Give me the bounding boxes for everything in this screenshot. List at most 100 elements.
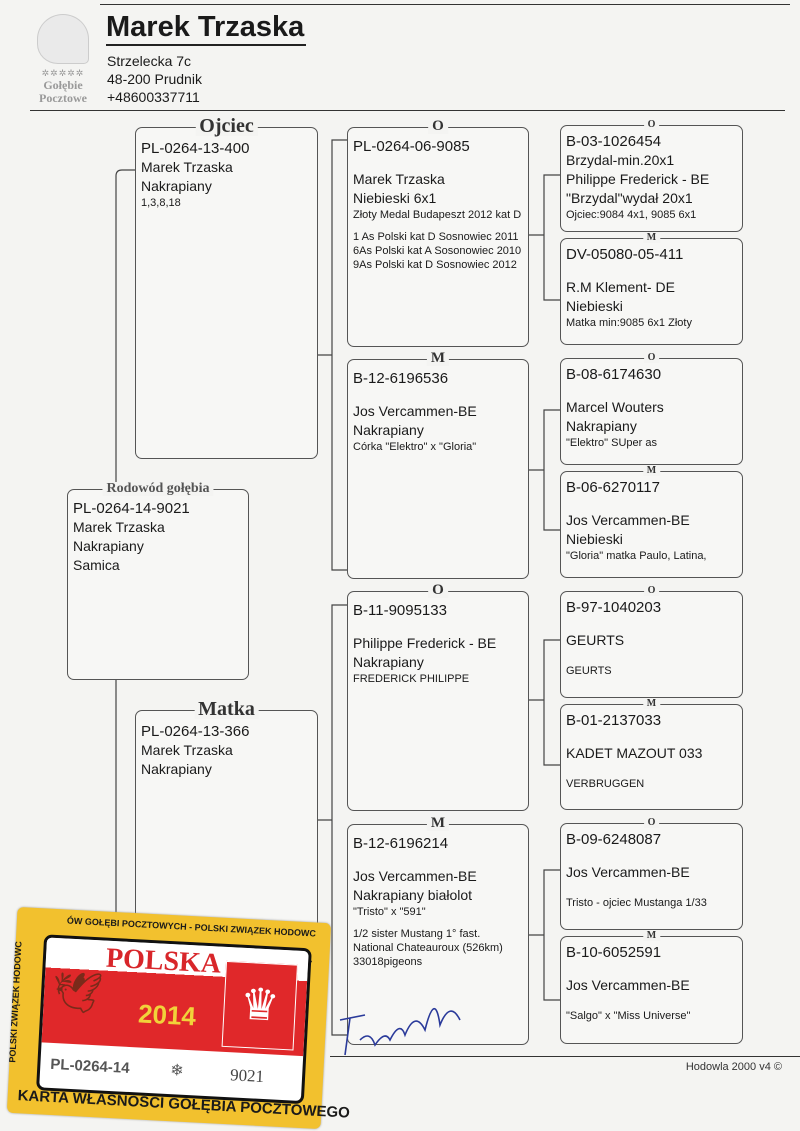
box-label: Matka [194, 699, 259, 719]
logo-text-1: Gołębie [43, 78, 83, 92]
ring-number: B-10-6052591 [566, 944, 662, 961]
connector-fm [529, 409, 560, 531]
pigeon-detail: Nakrapiany [566, 418, 637, 434]
owner-address: Strzelecka 7c 48-200 Prudnik +4860033771… [107, 52, 202, 106]
ring-ownership-card: ÓW GOŁĘBI POCZTOWYCH - POLSKI ZWIĄZEK HO… [6, 906, 350, 1130]
box-label: O [643, 120, 660, 130]
connector-mm [529, 869, 560, 1001]
pigeon-note [353, 222, 523, 230]
breeder-name: GEURTS [566, 632, 625, 648]
breeder-name: Jos Vercammen-BE [566, 864, 690, 880]
pigeon-detail: Nakrapiany [141, 761, 212, 777]
spacer [353, 156, 523, 170]
pigeon-note: "Tristo" x "591" [353, 906, 426, 918]
spacer [353, 388, 523, 402]
spacer [566, 650, 737, 664]
pigeon-note: 6As Polski kat A Sosonowiec 2010 [353, 245, 522, 257]
pigeon-note: "Salgo" x "Miss Universe" [566, 1010, 691, 1022]
card-country: POLSKA [105, 942, 222, 980]
logo-text-2: Pocztowe [39, 91, 87, 105]
pigeon-detail: Samica [73, 557, 120, 573]
pigeon-detail: Niebieski [566, 298, 623, 314]
card-year: 2014 [137, 998, 197, 1032]
box-label: O [643, 818, 660, 828]
signature [339, 1007, 461, 1056]
spacer [566, 264, 737, 278]
box-label: O [643, 586, 660, 596]
box-label: M [642, 233, 661, 243]
breeder-name: R.M Klement- DE [566, 279, 675, 295]
header-rule [30, 110, 785, 111]
footer-rule [330, 1056, 800, 1057]
spacer [566, 617, 737, 631]
connector-father-parents [318, 139, 347, 571]
pigeon-icon: 🕊 [51, 969, 105, 1017]
breeder-name: Jos Vercammen-BE [566, 512, 690, 528]
connector-ff [529, 174, 560, 301]
snowflake-icon: ❄ [169, 1062, 185, 1080]
pigeon-note: "Elektro" SUper as [566, 437, 657, 449]
pigeon-detail: Niebieski 6x1 [353, 190, 437, 206]
software-credit: Hodowla 2000 v4 © [685, 1061, 782, 1073]
pigeon-detail: Philippe Frederick - BE [566, 171, 710, 187]
pigeon-note: Ojciec:9084 4x1, 9085 6x1 [566, 209, 697, 221]
ring-number: B-12-6196214 [353, 835, 449, 852]
ring-number: B-08-6174630 [566, 366, 662, 383]
pigeon-logo-icon [37, 14, 89, 64]
ring-number: PL-0264-06-9085 [353, 138, 470, 155]
ring-number: PL-0264-13-366 [141, 723, 250, 740]
spacer [566, 384, 737, 398]
pigeon-note: VERBRUGGEN [566, 778, 645, 790]
ring-number: PL-0264-13-400 [141, 140, 250, 157]
pigeon-note: FREDERICK PHILIPPE [353, 673, 470, 685]
ring-number: B-01-2137033 [566, 712, 662, 729]
top-rule [100, 4, 790, 5]
box-label: O [428, 583, 448, 598]
breeder-name: Jos Vercammen-BE [353, 403, 477, 419]
pigeon-note [353, 919, 523, 927]
pigeon-detail: "Brzydal"wydał 20x1 [566, 190, 693, 206]
box-label: M [642, 931, 661, 941]
logo: ✲✲✲✲✲ Gołębie Pocztowe [28, 14, 98, 106]
box-label: Ojciec [195, 116, 258, 136]
connector-subject-father [115, 169, 135, 489]
pigeon-note: Córka "Elektro" x "Gloria" [353, 441, 477, 453]
owner-name: Marek Trzaska [106, 10, 307, 46]
box-label: Rodowód gołębia [102, 482, 214, 496]
card-ring-prefix: PL-0264-14 [49, 1055, 130, 1077]
pigeon-detail: Nakrapiany białolot [353, 887, 473, 903]
spacer [566, 763, 737, 777]
pigeon-detail: Nakrapiany [141, 178, 212, 194]
breeder-name: Marek Trzaska [353, 171, 445, 187]
box-label: O [428, 119, 448, 134]
pigeon-note: 9As Polski kat D Sosnowiec 2012 [353, 259, 517, 271]
ring-number: DV-05080-05-411 [566, 246, 684, 263]
breeder-name: Marek Trzaska [73, 519, 165, 535]
pigeon-note: GEURTS [566, 665, 612, 677]
ring-number: B-06-6270117 [566, 479, 660, 496]
box-label: M [642, 466, 661, 476]
box-label: O [643, 353, 660, 363]
spacer [566, 882, 737, 896]
pigeon-detail: Niebieski [566, 531, 623, 547]
address-city: 48-200 Prudnik [107, 71, 202, 87]
ring-number: PL-0264-14-9021 [73, 500, 190, 517]
breeder-name: Brzydal-min.20x1 [566, 152, 675, 168]
connector-mother-parents [318, 604, 347, 1036]
pigeon-detail: Nakrapiany [353, 654, 424, 670]
address-street: Strzelecka 7c [107, 53, 192, 69]
pigeon-note: 1,3,8,18 [141, 197, 181, 209]
spacer [566, 995, 737, 1009]
breeder-name: KADET MAZOUT 033 [566, 745, 703, 761]
